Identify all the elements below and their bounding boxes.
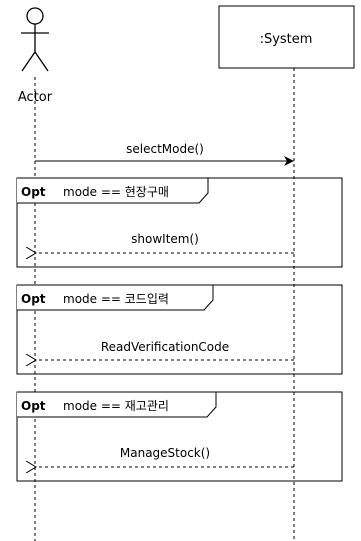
message-label: showItem(): [131, 232, 199, 246]
fragment-keyword: Opt: [21, 292, 46, 306]
message-label: selectMode(): [126, 142, 204, 156]
fragment-keyword: Opt: [21, 185, 46, 199]
fragment-guard: mode == 재고관리: [63, 399, 169, 413]
participant-label: :System: [260, 32, 313, 47]
participant-box: [218, 5, 355, 69]
message-label: ManageStock(): [120, 446, 210, 460]
fragment-guard: mode == 코드입력: [63, 292, 169, 306]
message-label: ReadVerificationCode: [101, 340, 229, 354]
opt-fragment: Opt mode == 코드입력: [16, 284, 343, 375]
actor-icon: [21, 7, 49, 72]
opt-fragment: Opt mode == 재고관리: [16, 391, 343, 482]
opt-fragment: Opt mode == 현장구매: [16, 177, 343, 268]
fragment-keyword: Opt: [21, 399, 46, 413]
fragment-guard: mode == 현장구매: [63, 185, 169, 199]
